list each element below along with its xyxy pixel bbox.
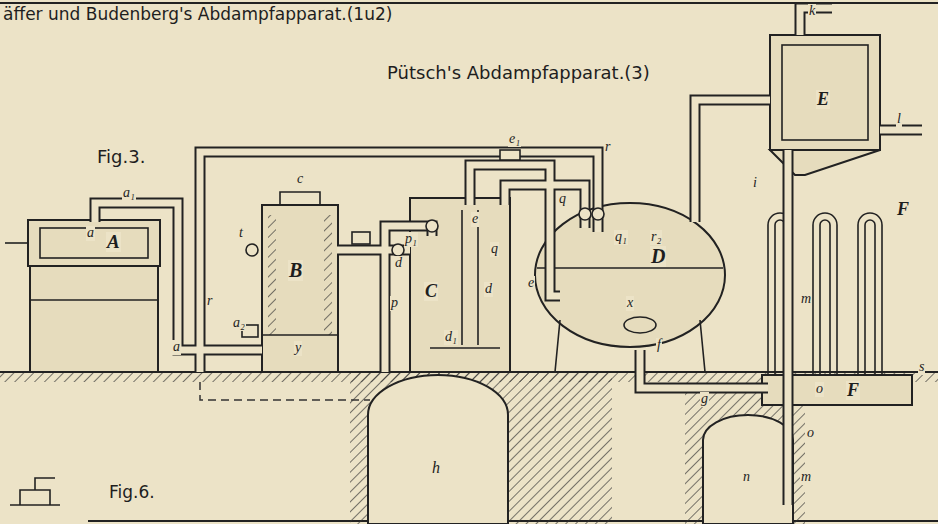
part-letter: a (172, 340, 181, 355)
part-letter: q (490, 242, 499, 257)
part-letter: a (86, 226, 95, 241)
part-letter: a₁ (122, 186, 136, 201)
part-letter: B (288, 260, 303, 281)
heading: äffer und Budenberg's Abdampfapparat.(1u… (2, 6, 393, 24)
part-letter: e (471, 212, 479, 227)
part-letter: d (394, 256, 403, 271)
part-letter: o (806, 426, 815, 441)
part-letter: p (390, 296, 399, 311)
part-letter: t (238, 226, 244, 241)
part-letter: e₁ (508, 132, 521, 147)
part-letter: x (626, 296, 634, 311)
part-letter: y (294, 341, 302, 356)
part-letter: r (604, 140, 611, 155)
part-letter: m (800, 470, 812, 485)
part-letter: D (650, 246, 666, 267)
heading: Pütsch's Abdampfapparat.(3) (386, 64, 651, 83)
part-letter: h (431, 460, 441, 477)
part-letter: d (484, 282, 493, 297)
part-letter: o (815, 382, 824, 397)
part-letter: f (656, 338, 662, 353)
part-letter: k (808, 4, 816, 19)
part-letter: n (742, 470, 751, 485)
part-letter: p₁ (404, 232, 418, 247)
part-letter: a₂ (232, 316, 246, 331)
part-letter: A (106, 232, 121, 252)
part-letter: r (206, 294, 213, 309)
part-letter: s (918, 360, 925, 375)
part-letter: r₂ (650, 230, 662, 245)
part-letter: m (800, 292, 812, 307)
part-letter: i (752, 176, 758, 191)
part-letter: c (296, 172, 304, 187)
part-letter: E (816, 90, 830, 109)
figure-number: Fig.6. (108, 484, 156, 502)
part-letter: l (896, 112, 902, 127)
part-letter: q₁ (614, 230, 628, 245)
part-letter: C (424, 282, 438, 301)
figure-number: Fig.3. (96, 148, 146, 167)
part-letter: e (527, 276, 535, 291)
part-letter: d₁ (444, 330, 458, 345)
part-letter: F (846, 381, 860, 400)
part-letter: F (896, 200, 910, 219)
part-letter: q (558, 192, 567, 207)
part-letter: g (700, 392, 709, 407)
